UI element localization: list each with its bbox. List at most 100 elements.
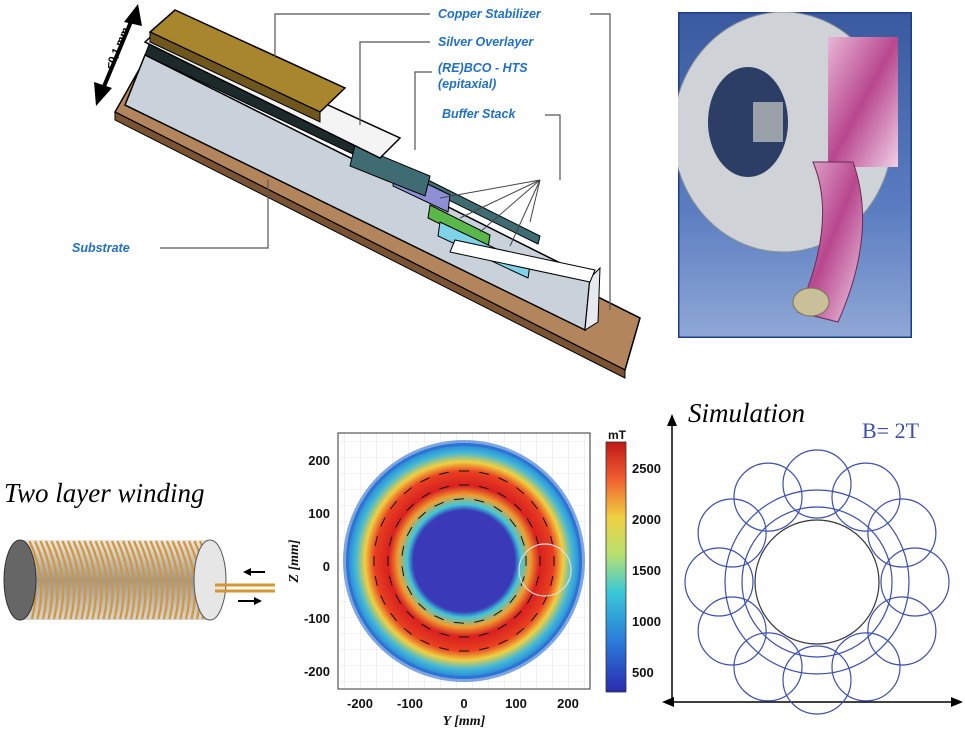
field-line-loop (697, 498, 767, 568)
field-arrow (406, 610, 415, 619)
coil-turn (116, 540, 131, 620)
y-axis-label: Z [mm] (287, 539, 302, 583)
coil-turn (56, 540, 70, 620)
coil-turn (177, 540, 191, 620)
coil-turn (160, 540, 175, 620)
field-line-loop (867, 596, 937, 666)
field-arrow (509, 518, 517, 528)
field-arrow (493, 609, 503, 617)
field-arrow (550, 576, 554, 587)
field-arrow (420, 639, 430, 645)
y-tick-label: 100 (308, 506, 330, 521)
field-line-ring (741, 506, 893, 658)
tape-spool-photo (678, 12, 912, 338)
simulation-field-lines (662, 414, 963, 715)
field-line-loop (733, 462, 803, 532)
coil-turn (111, 540, 125, 620)
field-line-loop (684, 547, 754, 617)
coil-turn (28, 540, 43, 620)
field-arrow (530, 612, 538, 622)
field-arrow (420, 477, 430, 483)
field-arrow (395, 518, 402, 528)
field-line-loop (733, 632, 803, 702)
colorbar (605, 441, 627, 693)
field-arrow (479, 647, 490, 651)
field-arrow (374, 576, 378, 587)
field-arrow (374, 535, 378, 546)
coil-turn (171, 540, 186, 620)
field-arrow (401, 566, 405, 577)
field-arrow (406, 503, 415, 512)
field-arrow (388, 536, 393, 547)
colorbar-tick: 2000 (632, 512, 661, 527)
field-line-loop (880, 547, 950, 617)
label-buffer-stack: Buffer Stack (442, 107, 516, 121)
coil-turn (89, 540, 103, 620)
coil-turn (34, 540, 48, 620)
colorbar-tick: 2500 (632, 461, 661, 476)
field-arrow (390, 500, 398, 510)
coil-turn (94, 540, 109, 620)
field-arrow (439, 485, 450, 490)
field-arrow (434, 615, 444, 621)
label-substrate: Substrate (72, 241, 130, 255)
coil-turn (122, 540, 136, 620)
y-tick-label: 0 (323, 559, 330, 574)
x-axis-label: Y [mm] (443, 714, 486, 729)
tape-layer-diagram: <0,1 mm Copper Stabilizer Silver Overlay… (72, 4, 641, 379)
field-arrow (498, 639, 508, 645)
x-tick-label: 100 (505, 696, 527, 711)
label-rebco-line1: (RE)BCO - HTS (438, 61, 528, 75)
coil-turn (138, 540, 153, 620)
coil-turn (155, 540, 169, 620)
colorbar-tick: 500 (632, 665, 654, 680)
field-arrow (474, 619, 485, 623)
field-arrow (403, 487, 413, 495)
coil-turn (127, 540, 142, 620)
coil-turn (50, 540, 65, 620)
coil-turn (144, 540, 158, 620)
field-arrow (509, 594, 517, 604)
y-tick-label: -200 (304, 664, 330, 679)
field-arrow (542, 517, 548, 527)
x-tick-label: -100 (397, 696, 423, 711)
field-arrow (406, 526, 413, 537)
coil-turn (78, 540, 92, 620)
field-arrow (395, 594, 402, 604)
field-arrow (434, 501, 444, 507)
field-arrow (406, 585, 413, 596)
field-arrow (421, 623, 431, 630)
field-arrow (478, 632, 489, 637)
field-arrow (474, 499, 485, 503)
label-copper-stabilizer: Copper Stabilizer (438, 7, 542, 21)
substrate-layer (124, 53, 591, 332)
y-tick-label: 200 (308, 453, 330, 468)
field-arrow (526, 594, 533, 604)
field-line-loop (697, 596, 767, 666)
field-line-ring (724, 489, 910, 675)
field-strength-label: B= 2T (862, 418, 920, 443)
field-arrow (497, 623, 507, 630)
field-line-loop (782, 449, 852, 519)
field-arrow (479, 471, 490, 475)
field-arrow (515, 627, 525, 635)
field-arrow (550, 535, 554, 546)
x-tick-label: -200 (347, 696, 373, 711)
field-arrow (380, 517, 386, 527)
field-arrow (526, 518, 533, 528)
y-tick-label: -100 (304, 611, 330, 626)
field-arrow (497, 492, 507, 499)
field-arrow (388, 575, 393, 586)
field-arrow (498, 477, 508, 483)
coil-turn (166, 540, 180, 620)
field-arrow (417, 511, 427, 520)
coil-turn (105, 540, 120, 620)
field-line-loop (831, 632, 901, 702)
field-arrow (421, 492, 431, 499)
simulation-title: Simulation (688, 398, 806, 428)
field-line-loop (782, 645, 852, 715)
colorbar-unit: mT (608, 428, 627, 442)
coil-turn (45, 540, 59, 620)
coil-turn (72, 540, 87, 620)
field-arrow (417, 602, 427, 611)
